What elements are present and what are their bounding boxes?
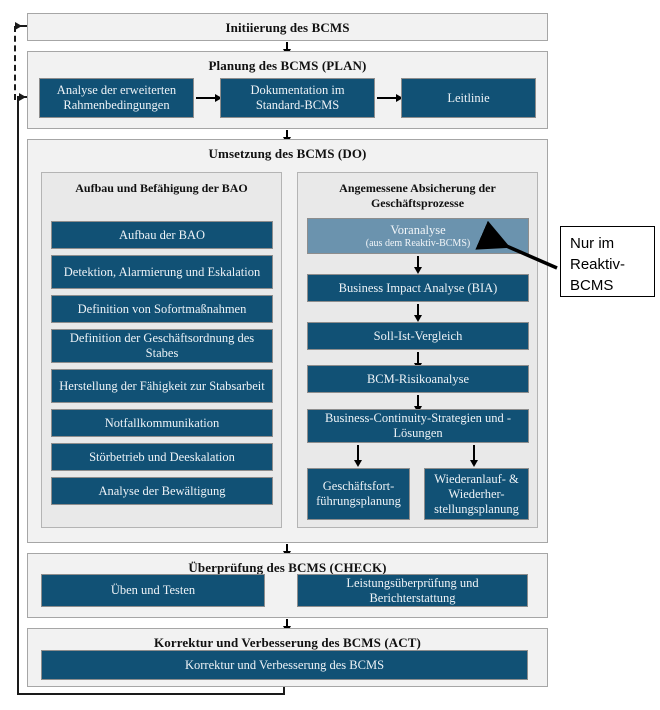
bao-box-stoerbetrieb[interactable]: Störbetrieb und Deeskalation [51, 443, 273, 471]
gp-box-voranalyse[interactable]: Voranalyse (aus dem Reaktiv-BCMS) [307, 218, 529, 254]
stage-initiierung-title: Initiierung des BCMS [225, 20, 350, 35]
stage-plan-title: Planung des BCMS (PLAN) [208, 58, 367, 73]
feedback-connector-plan [18, 96, 30, 98]
feedback-line-vertical [17, 96, 19, 695]
callout-note-reaktiv-bcms[interactable]: Nur im Reaktiv-BCMS [560, 226, 655, 297]
bao-box-sofortmassnahmen[interactable]: Definition von Sofortmaßnahmen [51, 295, 273, 323]
plan-box-analyse[interactable]: Analyse der erweiterten Rahmenbedingunge… [39, 78, 194, 118]
bao-box-detektion[interactable]: Detektion, Alarmierung und Eskalation [51, 255, 273, 289]
bao-box-geschaeftsordnung[interactable]: Definition der Geschäftsordnung des Stab… [51, 329, 273, 363]
bao-box-bewaeltigung[interactable]: Analyse der Bewältigung [51, 477, 273, 505]
arrow-sollist-to-risiko [414, 352, 422, 370]
callout-note-text: Nur im Reaktiv-BCMS [570, 235, 626, 294]
gp-box-voranalyse-sublabel: (aus dem Reaktiv-BCMS) [365, 237, 471, 249]
feedback-dashed-line [14, 26, 16, 100]
arrow-plan-2-to-3 [377, 94, 403, 102]
bao-box-notfallkommunikation[interactable]: Notfallkommunikation [51, 409, 273, 437]
arrow-do-to-check [283, 544, 291, 558]
arrow-strategien-to-gfp [354, 445, 362, 467]
do-panel-bao-title: Aufbau und Befähigung der BAO [75, 181, 248, 195]
arrow-check-to-act [283, 619, 291, 633]
arrow-voranalyse-to-bia [414, 256, 422, 274]
act-box-korrektur[interactable]: Korrektur und Verbesserung des BCMS [41, 650, 528, 680]
feedback-dashed-connector-init [15, 25, 27, 27]
stage-initiierung[interactable]: Initiierung des BCMS [27, 13, 548, 41]
gp-box-soll-ist-vergleich[interactable]: Soll-Ist-Vergleich [307, 322, 529, 350]
gp-box-wiederanlaufplanung[interactable]: Wiederanlauf- & Wiederher-stellungsplanu… [424, 468, 529, 520]
feedback-line-riser [283, 687, 285, 695]
check-box-ueben-testen[interactable]: Üben und Testen [41, 574, 265, 607]
gp-box-voranalyse-label: Voranalyse [390, 222, 446, 237]
bao-box-stabsarbeit[interactable]: Herstellung der Fähigkeit zur Stabsarbei… [51, 369, 273, 403]
gp-box-bc-strategien[interactable]: Business-Continuity-Strategien und -Lösu… [307, 409, 529, 443]
feedback-line-bottom [17, 693, 285, 695]
plan-box-leitlinie[interactable]: Leitlinie [401, 78, 536, 118]
plan-box-dokumentation[interactable]: Dokumentation im Standard-BCMS [220, 78, 375, 118]
arrow-strategien-to-wwp [470, 445, 478, 467]
arrow-plan-to-do [283, 130, 291, 144]
arrow-plan-1-to-2 [196, 94, 222, 102]
do-panel-geschaeftsprozesse-title: Angemessene Absicherung der Geschäftspro… [339, 181, 496, 210]
stage-do-title: Umsetzung des BCMS (DO) [208, 146, 367, 161]
arrow-risiko-to-strategien [414, 395, 422, 413]
gp-box-bia[interactable]: Business Impact Analyse (BIA) [307, 274, 529, 302]
stage-check-title: Überprüfung des BCMS (CHECK) [188, 560, 387, 575]
stage-act-title: Korrektur und Verbesserung des BCMS (ACT… [154, 635, 421, 650]
check-box-leistungsueberpruefung[interactable]: Leistungsüberprüfung und Berichterstattu… [297, 574, 528, 607]
arrow-init-to-plan [283, 42, 291, 56]
arrow-bia-to-sollist [414, 304, 422, 322]
gp-box-geschaeftsfortfuehrungsplanung[interactable]: Geschäftsfort-führungsplanung [307, 468, 410, 520]
bao-box-aufbau[interactable]: Aufbau der BAO [51, 221, 273, 249]
gp-box-risikoanalyse[interactable]: BCM-Risikoanalyse [307, 365, 529, 393]
